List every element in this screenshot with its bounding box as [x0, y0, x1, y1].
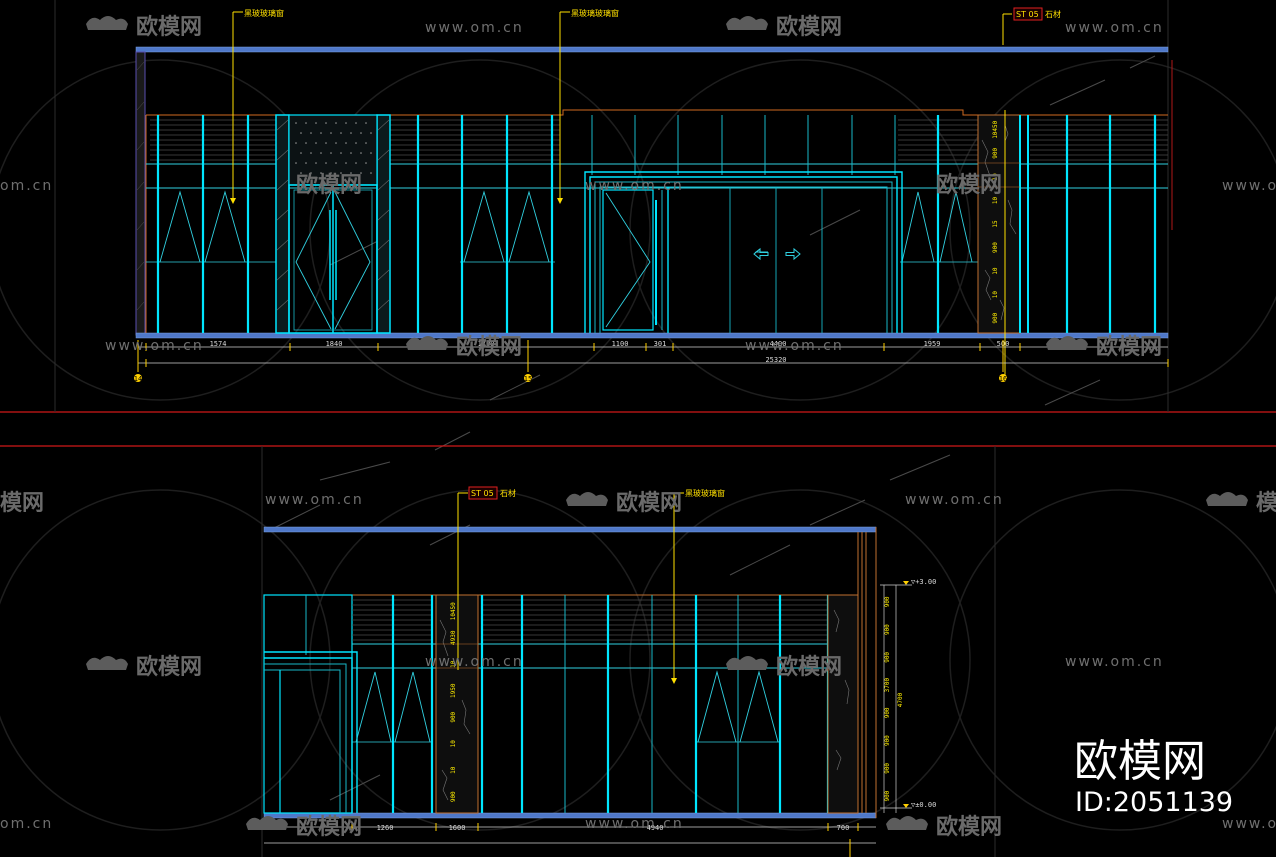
elevation-top: 黑玻玻璃窗 黑玻璃玻璃窗 ST 05 石材 104509001010159001…	[134, 7, 1169, 383]
watermark-arcs	[0, 59, 1276, 831]
stone-dim-top-3: 10	[992, 196, 999, 204]
dim-top-6: 4400	[770, 340, 787, 348]
watermark-logo-10: 欧模网	[136, 654, 202, 680]
right-dim-bottom-1: 900	[884, 624, 891, 635]
axis-label-14: 14	[134, 375, 142, 383]
watermark-site-4: www.om.cn	[1222, 178, 1276, 194]
watermark-site-14: www.om.cn	[1222, 816, 1276, 832]
stone-dim-top-7: 10	[992, 291, 999, 299]
watermark-logo-12: 欧模网	[296, 814, 362, 840]
stone-dim-top-8: 900	[992, 312, 999, 323]
watermark-site-12: om.cn	[0, 816, 53, 832]
annotation-top-right-text: 石材	[1045, 9, 1061, 19]
right-dim-bottom-3: 3700	[884, 678, 891, 693]
annotation-bottom-center: 黑玻玻璃窗	[685, 488, 725, 498]
brand-id: ID:2051139	[1075, 787, 1233, 818]
right-dim-bottom-4: 900	[884, 707, 891, 718]
watermark-site-9: www.om.cn	[905, 492, 1004, 508]
stone-dim-top-1: 900	[992, 148, 999, 159]
right-dims-bottom: ▽+3.00 ▽±0.00 9009009003700900900900900 …	[880, 578, 936, 813]
stone-dim-top-6: 10	[992, 267, 999, 275]
stone-dim-top-2: 10	[992, 173, 999, 181]
leaders-top	[232, 11, 1012, 375]
watermark-site-10: www.om.cn	[425, 654, 524, 670]
watermark-logo-11: 欧模网	[776, 654, 842, 680]
level-top: ▽+3.00	[911, 578, 936, 586]
stone-dims-top: 10450 900 10 10 15 900 10 10 900	[992, 120, 999, 323]
annotation-bottom-left-code: ST 05	[471, 489, 494, 498]
stone-column-top	[977, 114, 1029, 334]
watermark-site-13: www.om.cn	[585, 816, 684, 832]
brand-name: 欧模网	[1074, 736, 1206, 787]
dim-bottom-3: 4940	[647, 824, 664, 832]
level-bottom: ▽±0.00	[911, 801, 936, 809]
watermark-site-2: www.om.cn	[1065, 20, 1164, 36]
axis-label-16: 16	[999, 375, 1007, 383]
stone-column-bottom-right	[827, 594, 859, 814]
right-dim-bottom-7: 900	[884, 790, 891, 801]
watermark-logo-icon	[86, 16, 1248, 830]
watermark-logo-6: 欧模网	[1096, 334, 1162, 360]
watermark-logo-8: 模网	[1256, 491, 1276, 516]
dim-top-3: 1700	[478, 340, 495, 348]
axis-label-15: 15	[524, 375, 532, 383]
stone-dim-bottom-1: 4930	[450, 630, 457, 645]
stone-dim-bottom-4: 900	[450, 711, 457, 722]
dim-bottom-1: 1260	[377, 824, 394, 832]
dim-chain-bottom: 1260 1600 4940 700	[264, 823, 876, 857]
watermark-site-7: www.om.cn	[745, 338, 844, 354]
watermark-logo-2: 欧模网	[776, 14, 842, 40]
dim-top-total: 25320	[765, 356, 786, 364]
dim-top-4: 1100	[612, 340, 629, 348]
stone-dim-bottom-6: 10	[450, 766, 457, 774]
dim-top-5: 301	[654, 340, 667, 348]
dim-top-1: 1574	[210, 340, 227, 348]
dim-chain-top: 1574 1840 1700 1100 301 4400 1959 500 25…	[134, 340, 1169, 383]
annotation-bottom-left-text: 石材	[500, 488, 516, 498]
stone-dims-bottom: 10450 4930 10 1950 900 10 10 900	[450, 602, 457, 802]
main-entrance-portal	[584, 171, 903, 333]
stone-dim-top-0: 10450	[992, 120, 999, 138]
annotation-top-right-code: ST 05	[1016, 10, 1039, 19]
right-dim-total: 4700	[897, 692, 904, 707]
elevation-bottom: ST 05 石材 黑玻玻璃窗 10450 4930 10 1950 900 10 10 900…	[263, 486, 936, 857]
stone-dim-bottom-0: 10450	[450, 602, 457, 620]
watermark-logo-5: 欧模网	[456, 334, 522, 360]
dim-bottom-4: 700	[837, 824, 850, 832]
stone-dim-bottom-5: 10	[450, 740, 457, 748]
stone-dim-top-4: 15	[992, 220, 999, 228]
right-dim-bottom-6: 900	[884, 763, 891, 774]
annotation-top-center: 黑玻璃玻璃窗	[571, 8, 619, 18]
dim-top-2: 1840	[326, 340, 343, 348]
watermark-dashes	[269, 55, 1156, 801]
right-dim-bottom-0: 900	[884, 596, 891, 607]
annotation-top-left: 黑玻玻璃窗	[244, 8, 284, 18]
stone-dim-top-5: 900	[992, 242, 999, 253]
watermark-site-6: www.om.cn	[105, 338, 204, 354]
watermark-site-1: www.om.cn	[425, 20, 524, 36]
watermark-layer: 欧模网 欧模网 欧模网 欧模网 欧模网 欧模网 欧模网 模网 模网 欧模网 欧模…	[0, 14, 1276, 840]
watermark-site-11: www.om.cn	[1065, 654, 1164, 670]
stone-dim-bottom-7: 900	[450, 791, 457, 802]
watermark-logo-3: 欧模网	[296, 172, 362, 198]
stone-dim-bottom-3: 1950	[450, 683, 457, 698]
double-door-left	[275, 114, 391, 334]
watermark-site-8: www.om.cn	[265, 492, 364, 508]
dim-top-7: 1959	[924, 340, 941, 348]
watermark-site-3: www.om.cn	[585, 178, 684, 194]
watermark-logo-1: 欧模网	[136, 14, 202, 40]
stone-dim-bottom-2: 10	[450, 660, 457, 668]
right-dim-bottom-2: 900	[884, 652, 891, 663]
watermark-logo-7: 欧模网	[616, 490, 682, 516]
watermark-logo-9: 模网	[0, 491, 44, 516]
right-dim-bottom-5: 900	[884, 735, 891, 746]
watermark-logo-4: 欧模网	[936, 172, 1002, 198]
watermark-site-5: om.cn	[0, 178, 53, 194]
watermark-logo-13: 欧模网	[936, 814, 1002, 840]
dim-bottom-2: 1600	[449, 824, 466, 832]
stone-column-bottom-left	[435, 594, 479, 814]
